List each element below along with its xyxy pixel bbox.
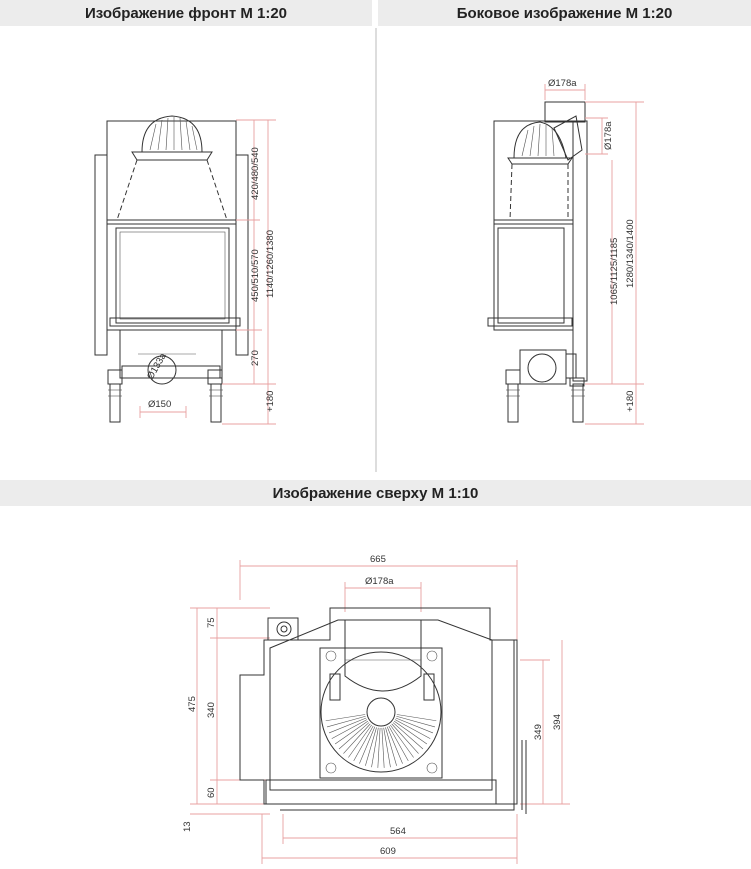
front-left-frame	[94, 154, 108, 356]
fan-spoke	[331, 719, 368, 739]
side-firebox	[493, 219, 574, 331]
side-flue-outlet	[527, 353, 557, 383]
side-dim-feet: +180	[625, 391, 636, 412]
top-connector-box	[267, 617, 299, 641]
fan-spoke	[394, 719, 431, 739]
top-flue-collar	[344, 619, 422, 692]
fan-spoke	[334, 720, 369, 745]
fan-spoke	[391, 723, 419, 754]
fan-spoke	[359, 726, 376, 764]
top-width-564: 564	[390, 826, 406, 837]
top-view-header: Изображение сверху М 1:10	[0, 480, 751, 506]
front-dim-upper: 420/480/540	[250, 147, 261, 200]
top-width-total: 665	[370, 554, 386, 565]
side-dim-inner: 1065/1125/1185	[609, 238, 620, 305]
front-dim-total: 1140/1260/1380	[265, 230, 276, 298]
front-dome	[141, 115, 203, 153]
front-view-header: Изображение фронт М 1:20	[0, 0, 372, 26]
top-depth-upper: 75	[206, 617, 217, 628]
fan-spoke	[395, 717, 434, 734]
fan-spoke	[326, 715, 366, 728]
fan-spoke	[396, 715, 436, 728]
side-rear-panel	[572, 120, 588, 382]
fan-spoke	[353, 725, 374, 762]
top-fan-plate	[319, 647, 443, 779]
side-flue-elbow	[553, 115, 583, 161]
fan-spoke	[396, 714, 437, 722]
fan-spoke	[383, 727, 391, 768]
top-flue-label: Ø178a	[365, 576, 394, 587]
fan-spoke	[338, 722, 370, 750]
fan-spoke	[343, 723, 371, 754]
front-flue-bottom-label: Ø150	[148, 399, 171, 410]
front-left-foot	[109, 383, 121, 423]
front-hood	[106, 120, 237, 221]
top-depth-lower: 60	[206, 787, 217, 798]
side-flue-top-label: Ø178a	[548, 78, 577, 89]
side-dim-total: 1280/1340/1400	[625, 219, 636, 288]
front-dim-middle: 450/510/570	[250, 249, 261, 302]
side-dome	[513, 121, 567, 159]
fan-spoke	[385, 727, 397, 766]
side-glass	[497, 227, 565, 324]
side-front-foot	[507, 383, 519, 423]
front-right-frame	[235, 154, 249, 356]
top-front-sill	[265, 779, 497, 805]
front-dome-ring	[131, 151, 213, 161]
fan-spoke	[377, 727, 381, 768]
fan-spoke	[365, 727, 377, 766]
front-view	[94, 115, 276, 425]
side-rear-foot	[572, 383, 584, 423]
front-door-sill	[109, 317, 241, 327]
fan-spoke	[393, 720, 428, 745]
side-view-header: Боковое изображение М 1:20	[378, 0, 751, 26]
top-right-349: 349	[533, 724, 544, 740]
front-glass-door	[115, 227, 230, 324]
side-flue-collar	[544, 101, 586, 123]
front-dim-base: 270	[250, 350, 261, 366]
front-right-foot	[210, 383, 222, 423]
side-base-box	[519, 349, 567, 385]
top-body-outline	[239, 607, 518, 805]
fan-spoke	[328, 717, 367, 734]
top-right-394: 394	[552, 714, 563, 730]
top-width-609: 609	[380, 846, 396, 857]
side-hood	[493, 120, 574, 221]
fan-spoke	[325, 714, 366, 722]
side-door-sill	[487, 317, 573, 327]
side-flue-side-label: Ø178a	[603, 121, 614, 150]
top-depth-total: 475	[187, 696, 198, 712]
front-flue-outlet	[147, 355, 177, 385]
fan-spoke	[392, 722, 424, 750]
fan-spoke	[388, 725, 409, 762]
fan-spoke	[348, 724, 372, 758]
fan-spoke	[381, 727, 385, 768]
top-depth-front: 13	[182, 821, 193, 832]
front-dim-feet: +180	[265, 391, 276, 412]
side-view	[487, 84, 644, 425]
front-firebox-outer	[106, 219, 237, 331]
fan-spoke	[386, 726, 403, 764]
fan-spoke	[371, 727, 379, 768]
top-view	[190, 560, 570, 864]
top-fan-circle	[320, 651, 442, 773]
top-inner-body	[269, 619, 493, 791]
fan-spoke	[390, 724, 414, 758]
top-depth-middle: 340	[206, 702, 217, 718]
